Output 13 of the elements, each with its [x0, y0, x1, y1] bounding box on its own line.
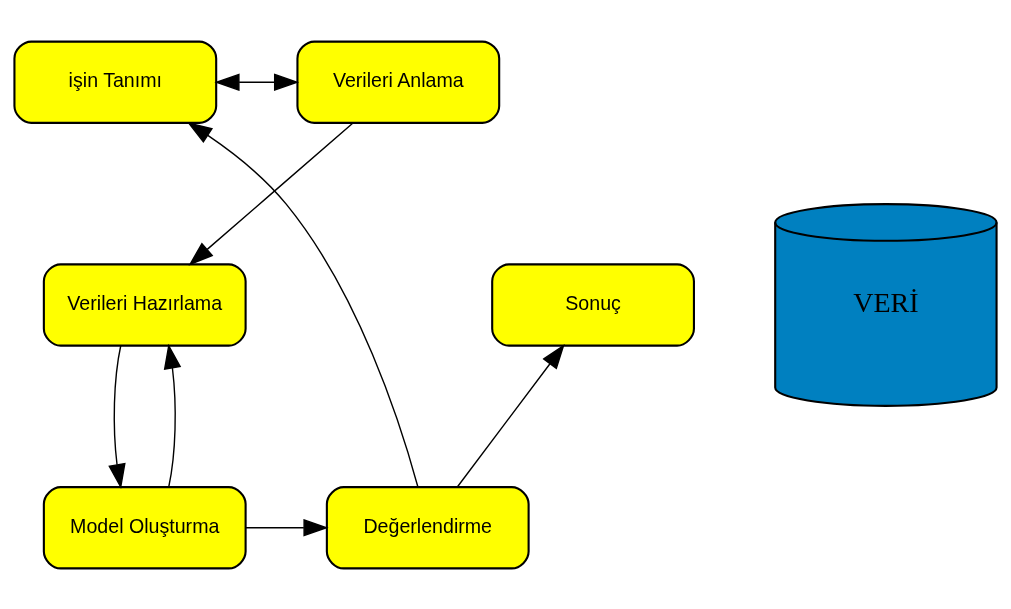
arrow	[163, 343, 182, 488]
arrow	[245, 518, 329, 537]
node-box: işin Tanımı	[13, 40, 218, 124]
arrow	[188, 121, 354, 266]
arrow	[187, 121, 419, 488]
node-box: Değerlendirme	[325, 485, 530, 569]
arrow	[108, 344, 126, 489]
node-box: Sonuç	[491, 262, 695, 347]
arrow	[214, 72, 300, 91]
node-box: Verileri Anlama	[296, 40, 501, 124]
arrow	[456, 343, 565, 488]
node-box: Verileri Hazırlama	[42, 262, 247, 347]
node-box: Model Oluşturma	[42, 485, 247, 569]
